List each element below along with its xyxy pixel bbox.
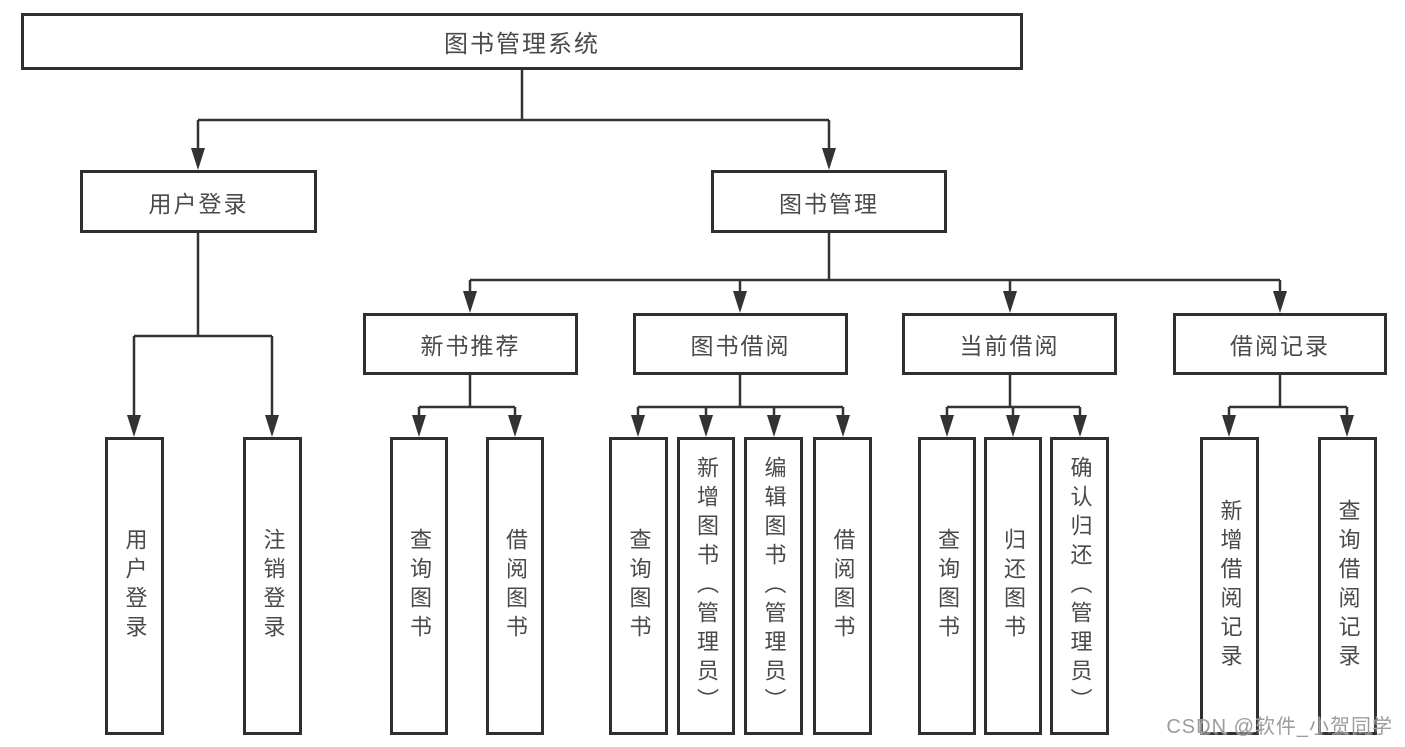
arrowhead-icon (631, 415, 645, 437)
arrowhead-icon (1273, 291, 1287, 313)
connector-borrow-records-children (1222, 375, 1354, 437)
arrowhead-icon (127, 415, 141, 437)
connector-user-login-children (127, 233, 279, 437)
node-book-management: 图书管理 (711, 170, 947, 233)
leaf-logout: 注销登录 (243, 437, 302, 735)
connector-new-book-recommend-children (412, 375, 522, 437)
leaf-user-login: 用户登录 (105, 437, 164, 735)
node-label: 借阅图书 (830, 528, 856, 644)
node-label: 用户登录 (122, 528, 148, 644)
arrowhead-icon (1073, 415, 1087, 437)
leaf-current-query-books: 查询图书 (918, 437, 976, 735)
node-label: 借阅记录 (1230, 333, 1330, 359)
node-book-borrow: 图书借阅 (633, 313, 848, 375)
leaf-rec-query-books: 查询图书 (390, 437, 448, 735)
arrowhead-icon (508, 415, 522, 437)
node-label: 归还图书 (1001, 528, 1026, 644)
node-label: 查询借阅记录 (1335, 499, 1361, 673)
arrowhead-icon (940, 415, 954, 437)
node-label: 图书管理系统 (444, 31, 600, 58)
arrowhead-icon (1222, 415, 1236, 437)
connector-root-to-level2 (191, 70, 836, 170)
arrowhead-icon (265, 415, 279, 437)
arrowhead-icon (1003, 291, 1017, 313)
leaf-borrow-query-books: 查询图书 (609, 437, 668, 735)
arrowhead-icon (463, 291, 477, 313)
node-borrow-records: 借阅记录 (1173, 313, 1387, 375)
node-label: 查询图书 (626, 528, 652, 644)
leaf-current-confirm-return-admin: 确认归还（管理员） (1050, 437, 1109, 735)
connector-current-borrow-children (940, 375, 1087, 437)
leaf-rec-borrow-books: 借阅图书 (486, 437, 544, 735)
leaf-borrow-borrow-books: 借阅图书 (813, 437, 872, 735)
leaf-borrow-add-books-admin: 新增图书（管理员） (677, 437, 735, 735)
node-label: 新增借阅记录 (1217, 499, 1243, 673)
arrowhead-icon (822, 148, 836, 170)
node-label: 用户登录 (148, 190, 249, 217)
node-label: 当前借阅 (959, 333, 1060, 359)
node-user-login: 用户登录 (80, 170, 317, 233)
node-label: 新增图书（管理员） (694, 455, 719, 717)
arrowhead-icon (412, 415, 426, 437)
node-label: 编辑图书（管理员） (761, 455, 787, 717)
node-label: 注销登录 (260, 528, 286, 644)
arrowhead-icon (191, 148, 205, 170)
node-label: 确认归还（管理员） (1067, 455, 1093, 717)
arrowhead-icon (1340, 415, 1354, 437)
arrowhead-icon (733, 291, 747, 313)
leaf-records-add-record: 新增借阅记录 (1200, 437, 1259, 735)
arrowhead-icon (836, 415, 850, 437)
node-book-management-system: 图书管理系统 (21, 13, 1023, 70)
arrowhead-icon (1006, 415, 1020, 437)
node-label: 图书管理 (779, 190, 879, 217)
leaf-records-query-record: 查询借阅记录 (1318, 437, 1377, 735)
connector-book-borrow-children (631, 375, 850, 437)
arrowhead-icon (767, 415, 781, 437)
leaf-borrow-edit-books-admin: 编辑图书（管理员） (744, 437, 803, 735)
node-current-borrow: 当前借阅 (902, 313, 1117, 375)
node-label: 借阅图书 (503, 528, 528, 644)
node-label: 图书借阅 (690, 333, 791, 359)
csdn-watermark: CSDN @软件_小贺同学 (1166, 716, 1393, 738)
node-new-book-recommend: 新书推荐 (363, 313, 578, 375)
leaf-current-return-books: 归还图书 (984, 437, 1042, 735)
node-label: 新书推荐 (420, 333, 521, 359)
node-label: 查询图书 (407, 528, 432, 644)
node-label: 查询图书 (935, 528, 960, 644)
connector-book-mgmt-children (463, 233, 1287, 313)
arrowhead-icon (699, 415, 713, 437)
